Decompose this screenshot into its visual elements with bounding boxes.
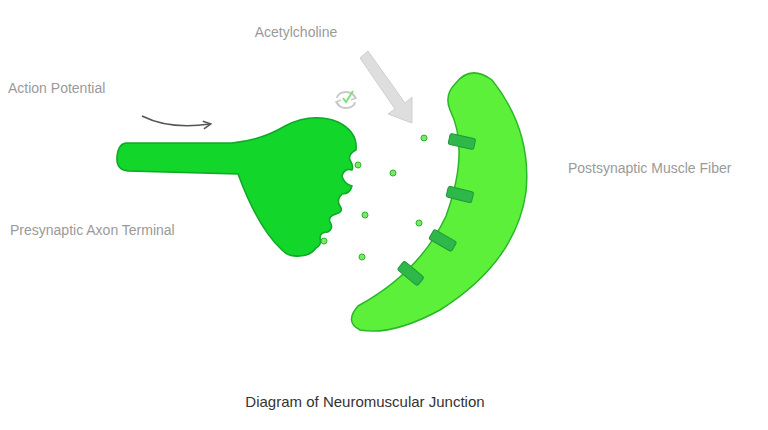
part-label: Presynaptic Axon Terminal	[10, 222, 175, 238]
receptors	[397, 133, 476, 286]
signal-arrow	[142, 116, 210, 126]
part-label: Acetylcholine	[255, 24, 338, 40]
acetylcholine-molecules	[321, 135, 427, 260]
muscle-fiber	[351, 73, 526, 331]
caption: Diagram of Neuromuscular Junction	[245, 393, 484, 410]
release-arrow	[360, 51, 412, 123]
recycle-icon	[336, 91, 356, 108]
part-label: Action Potential	[8, 80, 105, 96]
part-label: Postsynaptic Muscle Fiber	[568, 160, 731, 176]
